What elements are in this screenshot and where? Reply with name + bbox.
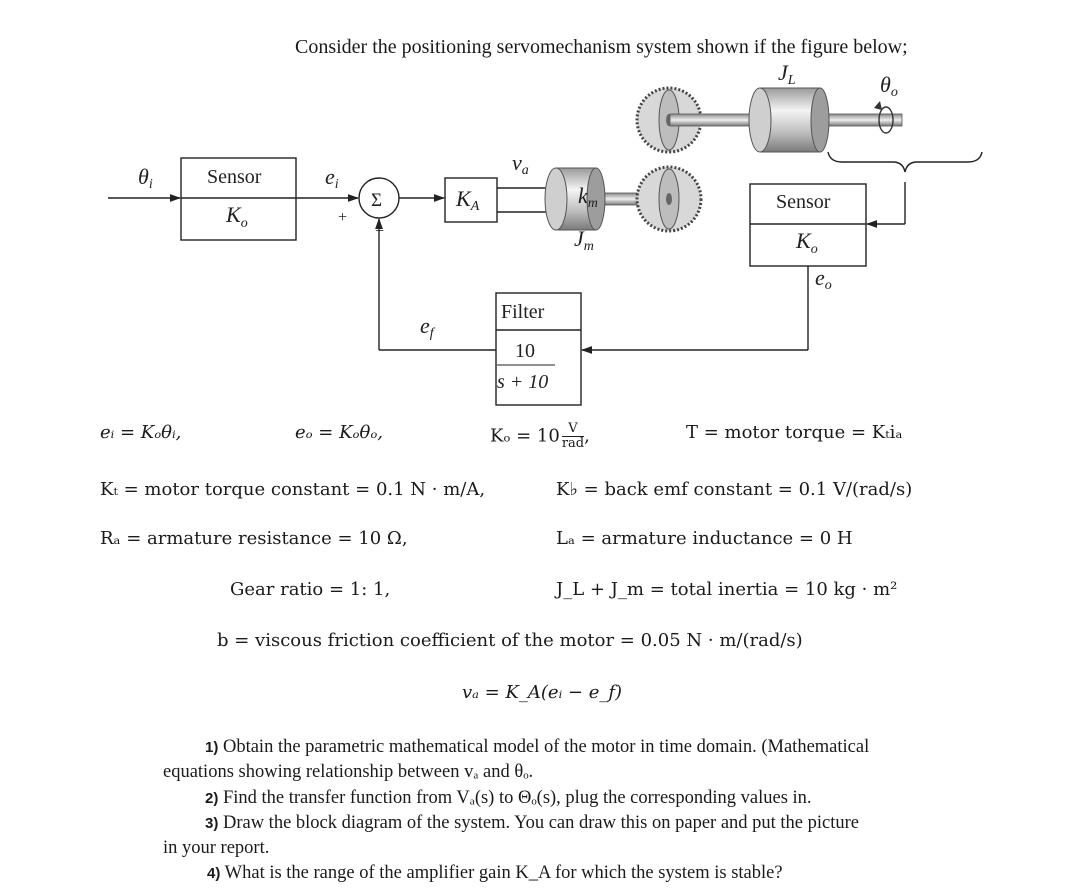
ka-label: KA [455,186,480,214]
rotation-arrow-icon [874,101,894,134]
page-title: Consider the positioning servomechanism … [295,36,908,58]
gear-icon-bottom [635,165,703,233]
motor-icon [544,167,606,231]
sensor-left-gain: Ko [225,202,248,231]
plus-sign: + [338,209,347,226]
amplifier-box [444,177,498,223]
filter-title: Filter [501,301,545,323]
eo-label: eo [815,265,832,293]
sum-symbol: Σ [371,190,382,211]
question-3: 3) Draw the block diagram of the system.… [205,813,860,833]
question-2: 2) Find the transfer function from Vₐ(s)… [205,788,812,808]
equation-gear: Gear ratio = 1: 1, [230,579,391,600]
jl-label: JL [778,60,796,88]
ei-label: ei [325,164,339,192]
output-brace [827,151,983,173]
equation-ra: Rₐ = armature resistance = 10 Ω, [100,528,408,549]
ef-label: ef [420,313,436,341]
equation-kt: Kₜ = motor torque constant = 0.1 N · m/A… [100,479,486,500]
jm-label: Jm [574,226,594,254]
equation-va: vₐ = K_A(eᵢ − e_f) [462,682,623,703]
filter-denominator: s + 10 [497,371,548,393]
equation-la: Lₐ = armature inductance = 0 H [556,528,853,549]
question-3-continued: in your report. [163,838,270,858]
sensor-right-title: Sensor [776,191,831,213]
equation-ei: eᵢ = Kₒθᵢ, [100,422,182,443]
theta-o-label: θo [880,72,898,100]
minus-sign: − [375,223,384,240]
km-label: km [578,183,598,211]
sensor-left-title: Sensor [207,166,262,188]
equation-friction: b = viscous friction coefficient of the … [217,630,803,651]
filter-numerator: 10 [515,340,535,362]
equation-eo: eₒ = Kₒθₒ, [295,422,383,443]
va-label: va [512,150,529,178]
sensor-left-box [180,157,297,241]
question-1: 1) Obtain the parametric mathematical mo… [205,737,870,757]
sensor-right-gain: Ko [795,228,818,257]
load-inertia-icon [748,87,830,153]
equation-torque: T = motor torque = Kₜiₐ [686,422,903,443]
equation-kb: K♭ = back emf constant = 0.1 V/(rad/s) [556,479,913,500]
theta-i-label: θi [138,164,153,192]
equation-inertia: J_L + J_m = total inertia = 10 kg · m² [556,579,898,600]
question-1-continued: equations showing relationship between v… [163,762,534,782]
servomechanism-diagram: θi Sensor Ko ei Σ + − KA va km Jm JL θo … [108,60,983,406]
question-4: 4) What is the range of the amplifier ga… [207,863,783,883]
